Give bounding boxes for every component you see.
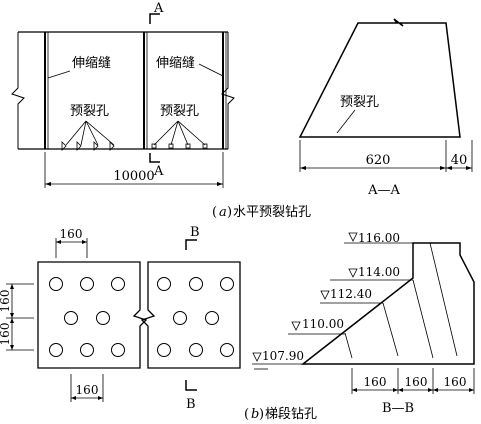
section-a-a: 预裂孔 620 40 A—A xyxy=(298,18,473,198)
hole-circle-icon xyxy=(111,277,125,291)
hole-circle-icon xyxy=(220,277,234,291)
dim-10000-label: 10000 xyxy=(113,169,154,184)
elevation-marker-icon xyxy=(348,268,358,278)
section-a-title: A—A xyxy=(367,183,400,198)
hole-circle-icon xyxy=(205,311,219,325)
joint-label-left: 伸缩缝 xyxy=(72,55,111,71)
section-mark-a-top-label: A xyxy=(153,1,164,16)
elevation-label-112: 112.40 xyxy=(330,287,372,301)
dim-b-label-1: 160 xyxy=(364,375,387,389)
hole-circle-icon xyxy=(157,277,171,291)
hole-circle-icon xyxy=(173,311,187,325)
dim-b-label-3: 160 xyxy=(444,375,467,389)
caption-b-text: 梯段钻孔 xyxy=(265,407,317,422)
section-mark-a-bottom-label: A xyxy=(153,164,164,179)
hole-square-icon xyxy=(168,143,174,149)
caption-b-letter: b xyxy=(251,407,259,422)
hole-square-icon xyxy=(151,143,157,149)
section-mark-a-bottom xyxy=(149,153,160,163)
holes-grid-left xyxy=(49,277,125,357)
hole-square-icon xyxy=(185,143,191,149)
caption-a-close: ) xyxy=(227,205,232,220)
elevation-marker-icon xyxy=(320,290,330,300)
drill-hole-4 xyxy=(429,242,458,357)
caption-a-letter: a xyxy=(219,205,227,220)
hole-circle-icon xyxy=(96,311,110,325)
joint-leader-left xyxy=(47,70,71,79)
hole-circle-icon xyxy=(49,343,63,357)
section-b-b: 116.00 114.00 112.40 110.00 107.90 160 1… xyxy=(252,231,475,416)
joint-leader-right xyxy=(198,63,224,77)
dim-bottom-label: 160 xyxy=(76,383,99,397)
hole-circle-icon xyxy=(220,343,234,357)
hole-circle-icon xyxy=(189,343,203,357)
holes-right-leaders xyxy=(153,120,206,146)
section-mark-b-bottom-label: B xyxy=(186,397,196,412)
break-line-left xyxy=(11,32,25,149)
block-left xyxy=(37,261,148,369)
hole-triangle-icon xyxy=(76,141,82,151)
holes-label-left: 预裂孔 xyxy=(70,104,109,119)
section-mark-b-top xyxy=(185,239,197,250)
section-b-outline xyxy=(300,242,475,365)
section-mark-b-top-label: B xyxy=(190,225,200,240)
break-line-right xyxy=(221,32,235,149)
drill-hole-3 xyxy=(412,279,434,359)
dim-40-label: 40 xyxy=(451,153,468,168)
joint-label-right: 伸缩缝 xyxy=(156,55,195,71)
elevation-marker-icon xyxy=(348,232,358,242)
elevation-marker-icon xyxy=(252,352,262,362)
hole-circle-icon xyxy=(111,343,125,357)
drill-hole-1 xyxy=(344,332,353,359)
holes-left-group xyxy=(61,120,115,151)
hole-triangle-icon xyxy=(109,141,115,151)
elevation-marker-icon xyxy=(291,321,301,331)
section-a-holes-leader xyxy=(336,109,356,134)
elevation-label-116: 116.00 xyxy=(358,231,400,245)
hole-circle-icon xyxy=(64,311,78,325)
elevation-label-107: 107.90 xyxy=(262,349,304,363)
elevation-label-114: 114.00 xyxy=(358,265,400,279)
hole-circle-icon xyxy=(157,343,171,357)
caption-a-open: ( xyxy=(212,205,217,220)
dim-top-label: 160 xyxy=(60,227,83,241)
plan-outline xyxy=(18,31,228,150)
plan-bench-drilling: 160 160 160 160 B B xyxy=(0,225,241,412)
dim-left-label-2: 160 xyxy=(0,323,12,346)
hole-circle-icon xyxy=(49,277,63,291)
caption-b: ( b ) 梯段钻孔 xyxy=(244,407,317,422)
drill-hole-2 xyxy=(382,302,399,357)
dim-620-label: 620 xyxy=(366,153,391,168)
section-a-outline xyxy=(298,18,461,138)
hole-square-icon xyxy=(202,143,208,149)
dim-b-label-2: 160 xyxy=(405,375,428,389)
holes-grid-right xyxy=(157,277,234,357)
section-a-holes-label: 预裂孔 xyxy=(340,95,379,110)
holes-label-right: 预裂孔 xyxy=(160,104,199,119)
dim-arrows xyxy=(10,284,14,350)
section-b-title: B—B xyxy=(382,401,414,416)
section-mark-a-top xyxy=(149,13,160,24)
holes-left-leaders xyxy=(65,120,115,146)
caption-b-open: ( xyxy=(244,407,249,422)
hole-circle-icon xyxy=(80,343,94,357)
caption-a: ( a ) 水平预裂钻孔 xyxy=(212,205,311,220)
hole-circle-icon xyxy=(189,277,203,291)
hole-circle-icon xyxy=(80,277,94,291)
block-right xyxy=(140,261,241,369)
dim-left-label-1: 160 xyxy=(0,290,12,313)
hole-triangle-icon xyxy=(61,141,67,151)
hole-triangle-icon xyxy=(93,141,99,151)
caption-a-text: 水平预裂钻孔 xyxy=(233,205,311,220)
caption-b-close: ) xyxy=(259,407,264,422)
section-mark-b-bottom xyxy=(185,380,197,391)
holes-right-group xyxy=(151,120,208,149)
plan-horizontal-presplit: 伸缩缝 伸缩缝 预裂孔 预裂孔 A A xyxy=(11,1,235,188)
elevation-label-110: 110.00 xyxy=(302,317,344,331)
